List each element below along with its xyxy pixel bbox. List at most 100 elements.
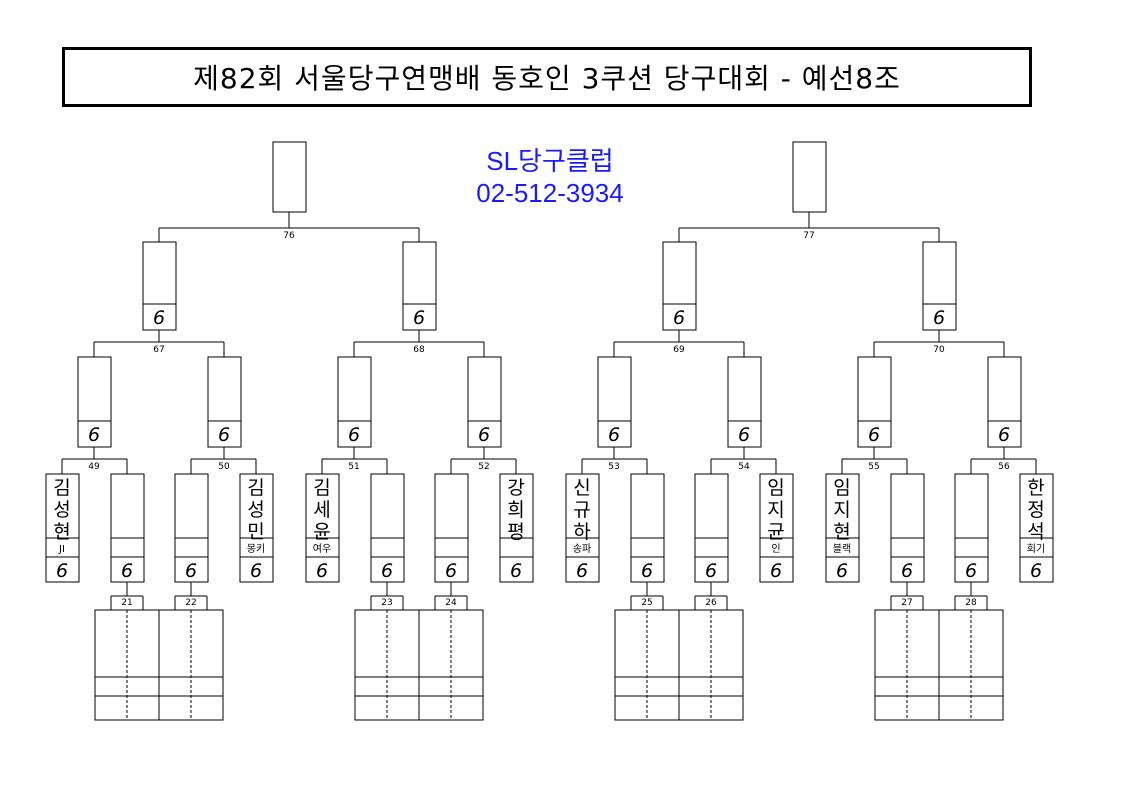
name-char: 지	[767, 499, 784, 521]
player-slot	[45, 473, 80, 583]
player-slot	[434, 473, 469, 583]
quarter-slot	[597, 356, 632, 448]
player-slot	[110, 473, 145, 583]
name-char: 성	[53, 499, 70, 521]
name-char: 세	[313, 499, 330, 521]
goal-mark: 6	[185, 560, 197, 582]
name-char: 석	[1027, 521, 1044, 543]
player-slot	[305, 473, 340, 583]
quarter-slot	[207, 356, 242, 448]
match-number: 21	[121, 598, 132, 608]
goal-mark: 6	[836, 560, 848, 582]
quarter-slot	[987, 356, 1022, 448]
match-number: 51	[348, 462, 359, 472]
quarter-slot	[857, 356, 892, 448]
goal-mark: 6	[381, 560, 393, 582]
name-char: 평	[507, 521, 524, 543]
goal-mark: 6	[608, 424, 620, 446]
match-number: 67	[153, 345, 164, 355]
goal-mark: 6	[1030, 560, 1042, 582]
semi-slot	[662, 241, 697, 331]
goal-mark: 6	[121, 560, 133, 582]
name-char: 희	[507, 499, 524, 521]
match-number: 22	[185, 598, 196, 608]
match-number: 25	[641, 598, 652, 608]
quarter-slot	[337, 356, 372, 448]
goal-mark: 6	[705, 560, 717, 582]
name-char: 한	[1027, 477, 1044, 499]
match-number: 50	[218, 462, 230, 472]
match-number: 68	[413, 345, 425, 355]
match-number: 23	[381, 598, 392, 608]
goal-mark: 6	[510, 560, 522, 582]
player-slot	[890, 473, 925, 583]
semi-slot	[922, 241, 957, 331]
goal-mark: 6	[316, 560, 328, 582]
name-char: 현	[833, 521, 850, 543]
name-char: 지	[833, 499, 850, 521]
player-slot	[954, 473, 989, 583]
match-number: 49	[88, 462, 100, 472]
seeded-player-club: 송파	[573, 543, 591, 555]
name-char: 규	[573, 499, 590, 521]
goal-mark: 6	[576, 560, 588, 582]
name-char: 김	[247, 477, 264, 499]
match-number: 69	[673, 345, 685, 355]
match-number: 70	[933, 345, 945, 355]
goal-mark: 6	[998, 424, 1010, 446]
quarter-slot	[467, 356, 502, 448]
match-number: 56	[998, 462, 1010, 472]
seeded-player-club: 회기	[1027, 543, 1045, 555]
match-number: 77	[803, 231, 814, 241]
final-slot	[272, 141, 307, 213]
page-title: 제82회 서울당구연맹배 동호인 3쿠션 당구대회 - 예선8조	[62, 47, 1032, 107]
match-number: 26	[705, 598, 717, 608]
name-char: 임	[767, 477, 784, 499]
name-char: 강	[507, 477, 524, 499]
goal-mark: 6	[413, 307, 425, 329]
goal-mark: 6	[56, 560, 68, 582]
match-number: 54	[738, 462, 750, 472]
match-number: 27	[901, 598, 912, 608]
quarter-slot	[727, 356, 762, 448]
name-char: 윤	[313, 521, 330, 543]
club-name: SL당구클럽	[486, 146, 614, 176]
name-char: 하	[573, 521, 590, 543]
final-slot	[792, 141, 827, 213]
seeded-player-club: 인	[771, 543, 780, 555]
seeded-player-club: 여우	[313, 543, 331, 555]
semi-slot	[142, 241, 177, 331]
name-char: 김	[53, 477, 70, 499]
name-char: 신	[573, 477, 590, 499]
semi-slot	[402, 241, 437, 331]
match-number: 28	[965, 598, 977, 608]
seeded-player-club: 몽키	[247, 543, 265, 555]
match-number: 76	[283, 231, 295, 241]
player-slot	[759, 473, 794, 583]
goal-mark: 6	[478, 424, 490, 446]
goal-mark: 6	[641, 560, 653, 582]
goal-mark: 6	[348, 424, 360, 446]
seeded-player-club: JI	[58, 544, 65, 555]
goal-mark: 6	[153, 307, 165, 329]
match-number: 24	[445, 598, 457, 608]
goal-mark: 6	[965, 560, 977, 582]
match-number: 53	[608, 462, 619, 472]
goal-mark: 6	[445, 560, 457, 582]
seeded-player-club: 블랙	[833, 543, 851, 555]
player-slot	[239, 473, 274, 583]
player-slot	[370, 473, 405, 583]
match-number: 52	[478, 462, 489, 472]
goal-mark: 6	[218, 424, 230, 446]
name-char: 성	[247, 499, 264, 521]
name-char: 균	[767, 521, 784, 543]
